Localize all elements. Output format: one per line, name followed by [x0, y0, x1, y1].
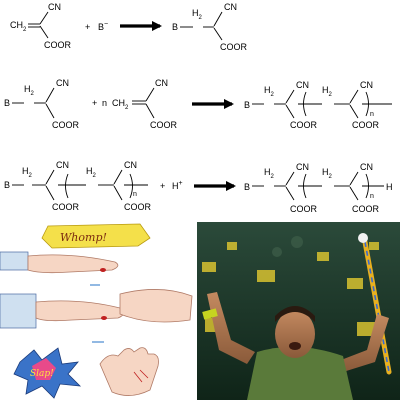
- svg-text:CN: CN: [360, 80, 373, 90]
- svg-text:H2: H2: [264, 85, 275, 98]
- svg-text:+: +: [85, 22, 90, 32]
- svg-text:+: +: [92, 98, 97, 108]
- svg-text:B: B: [172, 22, 178, 32]
- svg-text:n: n: [102, 98, 107, 108]
- svg-text:H2: H2: [322, 85, 333, 98]
- svg-text:H2: H2: [264, 167, 275, 180]
- svg-text:CH2: CH2: [10, 20, 27, 33]
- left-arm: [207, 292, 255, 364]
- svg-text:H2: H2: [322, 167, 333, 180]
- svg-text:H2: H2: [24, 84, 35, 97]
- svg-text:COOR: COOR: [52, 120, 80, 130]
- slap-burst: Slap!: [13, 347, 82, 399]
- svg-text:CN: CN: [56, 160, 69, 170]
- right-arm: [341, 314, 389, 372]
- polymerization-scheme: CH2 CN COOR + B− B H2 CN COOR B H2 CN CO…: [4, 2, 393, 214]
- svg-text:COOR: COOR: [44, 40, 72, 50]
- svg-text:CN: CN: [360, 162, 373, 172]
- svg-text:COOR: COOR: [352, 204, 380, 214]
- svg-text:B−: B−: [98, 21, 108, 32]
- svg-text:COOR: COOR: [352, 120, 380, 130]
- svg-text:+: +: [160, 181, 165, 191]
- svg-text:H2: H2: [86, 166, 97, 179]
- svg-text:COOR: COOR: [124, 202, 152, 212]
- svg-text:COOR: COOR: [150, 120, 178, 130]
- svg-text:CH2: CH2: [112, 98, 129, 111]
- svg-text:n: n: [133, 191, 137, 198]
- svg-text:B: B: [4, 180, 10, 190]
- svg-text:COOR: COOR: [220, 42, 248, 52]
- svg-text:H2: H2: [192, 8, 203, 21]
- svg-text:CN: CN: [296, 162, 309, 172]
- jersey: [247, 346, 353, 400]
- row-initiation: CH2 CN COOR + B− B H2 CN COOR: [10, 2, 248, 52]
- svg-text:Whomp!: Whomp!: [60, 231, 107, 244]
- svg-text:CN: CN: [296, 80, 309, 90]
- svg-text:CN: CN: [124, 160, 137, 170]
- svg-text:n: n: [370, 111, 374, 118]
- svg-text:Slap!: Slap!: [30, 369, 54, 379]
- player-head: [275, 310, 315, 358]
- svg-text:CN: CN: [155, 78, 168, 88]
- hand-slap-cartoon: Whomp! Slap!: [0, 222, 197, 400]
- svg-text:B: B: [244, 182, 250, 192]
- svg-text:H: H: [386, 182, 393, 192]
- row-termination: B H2 CN COOR H2 CN COOR n + H+ B H2 CN C…: [4, 160, 393, 214]
- hand-bottom: [99, 347, 159, 396]
- celebrating-player-photo: [197, 222, 400, 400]
- svg-text:CN: CN: [224, 2, 237, 12]
- whomp-bubble: Whomp!: [41, 223, 151, 249]
- svg-text:B: B: [4, 98, 10, 108]
- svg-text:H2: H2: [22, 166, 33, 179]
- row-propagation: B H2 CN COOR + n CH2 CN COOR B H2 CN COO…: [4, 78, 392, 130]
- hand-middle: [0, 289, 193, 329]
- hand-top: [0, 251, 119, 274]
- svg-text:CN: CN: [56, 78, 69, 88]
- svg-text:COOR: COOR: [52, 202, 80, 212]
- svg-text:n: n: [370, 193, 374, 200]
- svg-text:CN: CN: [48, 2, 61, 12]
- crowd: [202, 236, 379, 336]
- svg-text:H+: H+: [172, 180, 183, 191]
- svg-text:B: B: [244, 100, 250, 110]
- svg-text:COOR: COOR: [290, 204, 318, 214]
- svg-text:COOR: COOR: [290, 120, 318, 130]
